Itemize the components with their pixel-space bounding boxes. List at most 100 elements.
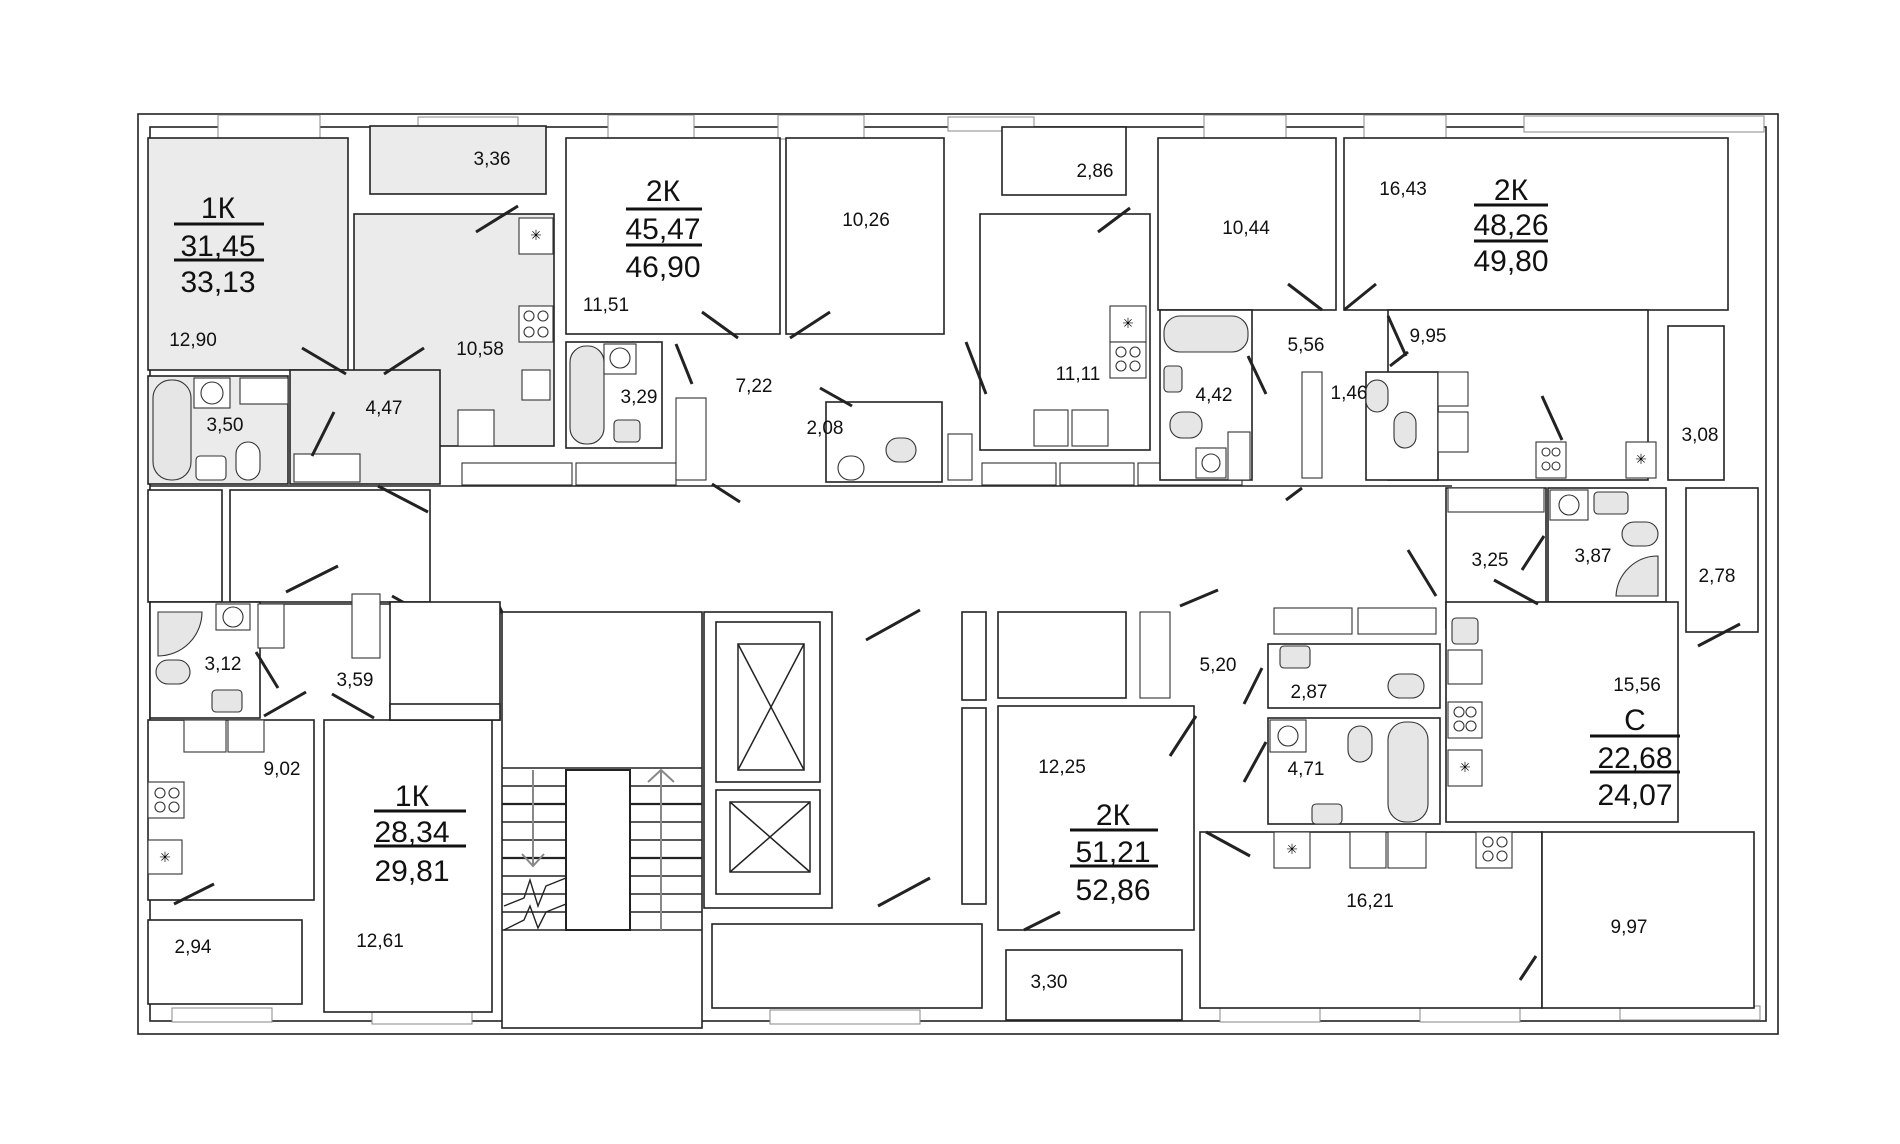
room-area: 3,25 [1472,550,1509,571]
apartment-2k-top-mid[interactable]: ✳ 2К 45,47 46,90 11,51 10,26 2,86 11,11 … [565,126,1151,504]
apartment-total-area: 49,80 [1473,245,1548,278]
apartment-living-area: 51,21 [1075,836,1150,869]
window-icon [1219,1007,1321,1023]
apartment-studio-bottom-right[interactable]: ✳ С 22,68 24,07 3,25 3,87 2,78 15,56 [1406,487,1759,823]
door-swing-icon [1205,830,1251,858]
apartment-living-area: 22,68 [1597,742,1672,775]
room-area: 16,43 [1379,179,1427,200]
sink-icon [1311,803,1343,825]
stairwell [501,611,703,1029]
room-area: 7,22 [736,376,773,397]
room-area: 5,20 [1200,655,1237,676]
sink-icon [837,455,865,481]
service-rooms [389,601,501,721]
room-area: 9,02 [264,759,301,780]
room-living [1343,137,1729,311]
bathtub-icon [1387,721,1429,823]
room-area: 3,12 [205,654,242,675]
apartment-1k-top-left[interactable]: ✳ 1К 31,45 33,13 12,90 3,36 10,58 4,47 3… [147,125,555,514]
bathtub-icon [569,345,605,445]
room-area: 1,46 [1331,383,1368,404]
window-icon [1203,114,1287,140]
door-swing-icon [674,343,694,385]
room-bedroom [785,137,945,335]
sink-icon [1365,379,1389,413]
apartment-type: 2К [646,175,681,208]
door-swing-icon [1386,315,1408,357]
radiator-icon [351,593,381,659]
room-loggia [1685,487,1759,633]
sink-icon [1163,365,1183,393]
room-area: 10,26 [842,210,890,231]
room-area: 4,42 [1196,385,1233,406]
room-area: 3,30 [1031,972,1068,993]
room-area: 3,08 [1682,425,1719,446]
svg-text:✳: ✳ [1122,315,1134,331]
fridge-asterisk-icon [147,839,183,875]
radiator-icon [293,453,361,483]
sink-icon [613,419,641,443]
room-area: 2,86 [1077,161,1114,182]
room-area: 3,50 [207,415,244,436]
room-area: 12,25 [1038,757,1086,778]
toilet-icon [1347,725,1373,763]
stove-icon [1447,701,1483,739]
apartment-living-area: 31,45 [180,230,255,263]
window-row-top [217,114,1765,140]
elevator-shaft-icon [729,801,811,873]
door-swing-icon [819,386,853,408]
fridge-asterisk-icon [1273,831,1311,869]
door-swing-icon [877,876,931,908]
fridge-asterisk-icon [518,217,554,255]
cabinet-icon [947,433,973,481]
room-loggia [1667,325,1725,481]
door-swing-icon [1285,486,1303,502]
break-line-icon [503,877,567,909]
room-area: 11,51 [583,295,629,316]
window-icon [171,1007,273,1023]
room-studio [1445,601,1679,823]
svg-text:✳: ✳ [530,227,542,243]
radiator-icon [675,397,707,481]
window-icon [769,1009,921,1025]
svg-text:✳: ✳ [1286,841,1298,857]
room-balcony [1001,126,1127,196]
door-swing-icon [1242,741,1268,783]
door-swing-icon [475,204,519,234]
fridge-asterisk-icon [1625,441,1657,479]
door-swing-icon [254,651,280,689]
cabinet-icon [1357,607,1437,635]
sink-icon [1071,409,1109,447]
room-area: 5,56 [1288,335,1325,356]
window-icon [1523,115,1765,133]
svg-text:✳: ✳ [1635,451,1647,467]
door-swing-icon [1493,578,1539,606]
door-swing-icon [701,310,739,340]
door-swing-icon [1097,206,1131,234]
apartment-1k-bottom-left[interactable]: ✳ 1К 28,34 29,81 3,12 3,59 9,02 2,94 12,… [147,564,530,1013]
room-balcony [147,919,303,1005]
apartment-2k-bottom-mid[interactable]: ✳ 2К 51,21 52,86 12,25 5,20 2,87 4,71 16… [997,588,1755,1021]
door-swing-icon [1518,955,1538,981]
stove-icon [1109,341,1147,379]
room-balcony [369,125,547,195]
room-area: 2,78 [1699,566,1736,587]
apartment-type: 1К [201,192,236,225]
apartment-living-area: 45,47 [625,213,700,246]
room-living [323,719,493,1013]
room-area: 2,08 [807,418,844,439]
stove-icon [518,305,554,343]
room-area: 3,59 [337,670,374,691]
door-swing-icon [1343,282,1377,312]
stove-icon [147,781,185,819]
door-swing-icon [1540,395,1564,441]
toilet-icon [885,437,917,463]
apartment-2k-top-right[interactable]: ✳ 2К 48,26 49,80 10,44 16,43 5,56 4,42 1… [1157,137,1729,502]
door-swing-icon [173,882,215,906]
apartment-type: С [1624,704,1646,737]
sink-icon [1387,831,1427,869]
room-bedroom [565,137,781,335]
door-swing-icon [1168,715,1198,757]
room-area: 3,36 [474,149,511,170]
sink-icon [1451,617,1479,645]
